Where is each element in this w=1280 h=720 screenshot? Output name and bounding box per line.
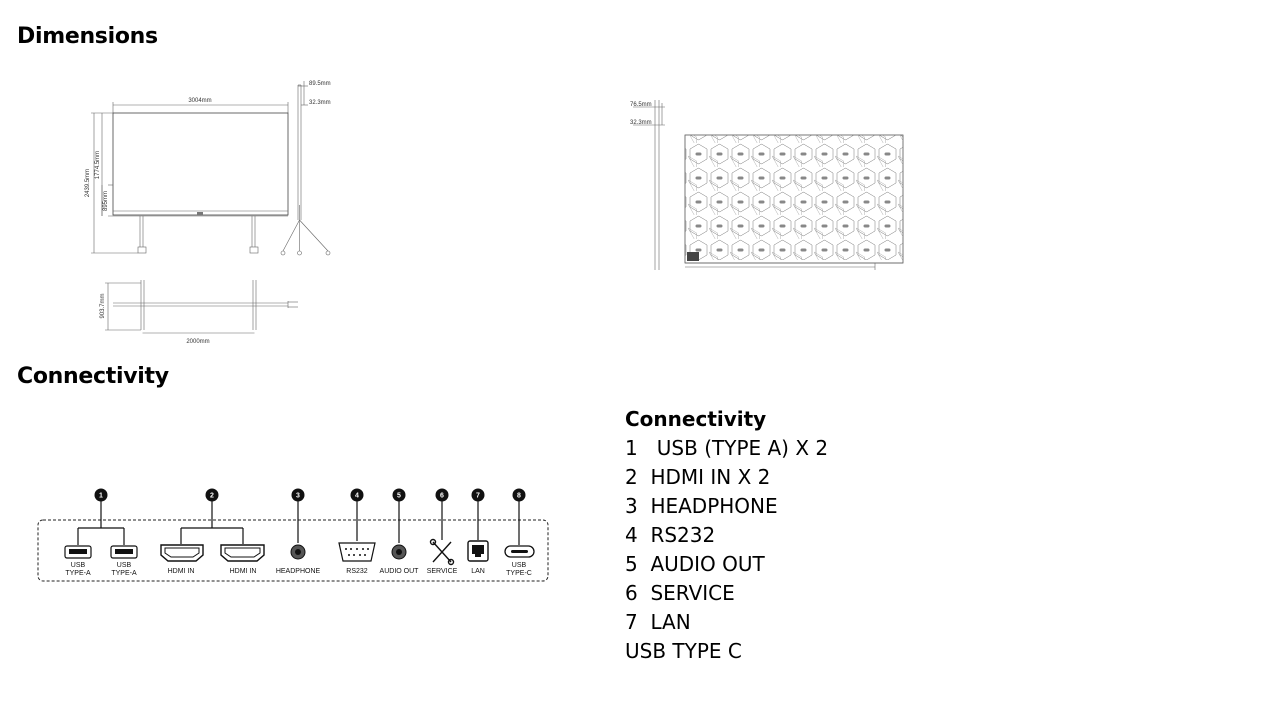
port-label: USB [117, 562, 132, 569]
port-number: 8 [517, 493, 521, 500]
connectivity-list: Connectivity 1 USB (TYPE A) X 2 2 HDMI I… [625, 405, 828, 666]
port-number-badge: 4 [350, 488, 364, 502]
service-tools-icon [429, 538, 455, 566]
headphone-jack-icon [290, 544, 306, 560]
dimensions-heading: Dimensions [17, 24, 158, 49]
panel-depth-label: 32.3mm [309, 100, 331, 106]
usb-c-port-icon [504, 545, 535, 558]
connectivity-list-item: 7 LAN [625, 610, 691, 634]
port-label: SERVICE [427, 568, 458, 575]
port-number-badge: 5 [392, 488, 406, 502]
port-label: HDMI IN [168, 568, 195, 575]
back-top-depth-label: 76.5mm [630, 102, 652, 108]
connectivity-list-item: 4 RS232 [625, 523, 716, 547]
port-number: 2 [210, 493, 214, 500]
front-dimension-drawing: 3004mm 2439.5mm 1774.5mm 895mm 89.5mm 32… [85, 81, 331, 345]
rs232-port-icon [338, 542, 376, 562]
connectivity-list-item: USB TYPE C [625, 639, 742, 663]
total-height-dimension-label: 2439.5mm [85, 169, 91, 197]
stand-depth-label: 89.5mm [309, 81, 331, 87]
port-label: TYPE-C [506, 570, 532, 577]
back-panel-depth-label: 32.3mm [630, 120, 652, 126]
connectivity-list-item: 6 SERVICE [625, 581, 735, 605]
connectivity-list-item: 5 AUDIO OUT [625, 552, 765, 576]
port-number-badge: 7 [471, 488, 485, 502]
audio-out-jack-icon [391, 544, 407, 560]
width-dimension-label: 3004mm [188, 98, 211, 104]
base-depth-label: 903.7mm [100, 293, 106, 318]
usb-a-port-icon [110, 545, 138, 559]
usb-a-port-icon [64, 545, 92, 559]
port-number: 7 [476, 493, 480, 500]
port-number: 3 [296, 493, 300, 500]
connectivity-list-item: 3 HEADPHONE [625, 494, 778, 518]
port-number: 6 [440, 493, 444, 500]
wheel-span-label: 2000mm [186, 339, 209, 345]
port-label: AUDIO OUT [380, 568, 420, 575]
connectivity-heading: Connectivity [17, 364, 169, 389]
port-number-badge: 6 [435, 488, 449, 502]
port-number: 1 [99, 493, 103, 500]
lan-port-icon [467, 540, 489, 562]
clearance-dimension-label: 895mm [103, 191, 109, 211]
port-label: HDMI IN [230, 568, 257, 575]
port-label: LAN [471, 568, 485, 575]
connectivity-list-item: 2 HDMI IN X 2 [625, 465, 771, 489]
screen-height-dimension-label: 1774.5mm [95, 151, 101, 179]
port-label: USB [71, 562, 86, 569]
hdmi-port-icon [160, 544, 204, 562]
port-label: TYPE-A [65, 570, 91, 577]
port-number-badge: 3 [291, 488, 305, 502]
connectivity-list-item: 1 USB (TYPE A) X 2 [625, 436, 829, 460]
hdmi-port-icon [220, 544, 265, 562]
port-label: TYPE-A [111, 570, 137, 577]
back-view-drawing: 76.5mm 32.3mm [630, 100, 904, 270]
port-number: 5 [397, 493, 401, 500]
port-label: USB [512, 562, 527, 569]
port-label: RS232 [346, 568, 368, 575]
port-number-badge: 1 [94, 488, 108, 502]
port-number-badge: 2 [205, 488, 219, 502]
port-label: HEADPHONE [276, 568, 321, 575]
port-number: 4 [355, 493, 359, 500]
port-number-badge: 8 [512, 488, 526, 502]
connectivity-list-title: Connectivity [625, 407, 767, 431]
